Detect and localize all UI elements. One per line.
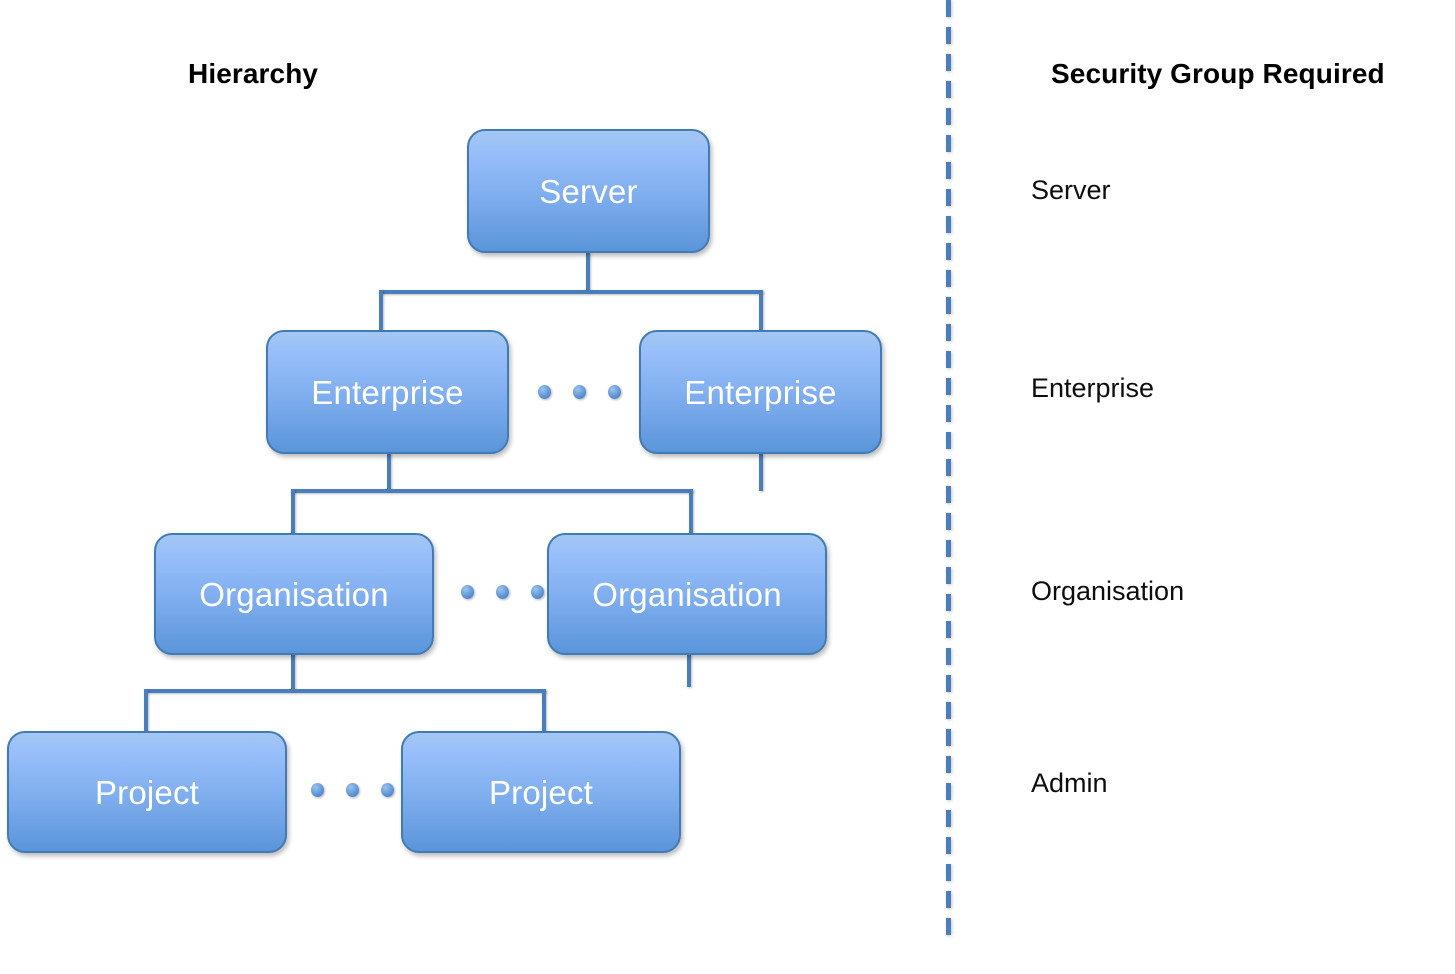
node-label-enterprise-right: Enterprise [684,373,837,411]
connector-bus-enterprise [379,290,763,294]
connector-bus-organisation [291,489,693,493]
node-project-right[interactable]: Project [401,731,681,853]
connector-server-down [586,252,590,292]
page-title-hierarchy: Hierarchy [188,58,319,89]
node-label-project-right: Project [488,773,594,811]
ellipsis-dot [461,585,474,599]
security-group-label-admin: Admin [1031,768,1108,798]
page-title-security-group-required: Security Group Required [1051,58,1385,89]
node-enterprise-right[interactable]: Enterprise [639,330,882,454]
node-organisation-left[interactable]: Organisation [154,533,434,655]
ellipsis-dot [346,783,359,797]
connector-organisation-left-down [291,653,295,691]
ellipsis-dot [538,385,551,399]
security-group-label-enterprise: Enterprise [1031,373,1155,403]
connector-bus-to-enterprise-right [759,290,763,330]
connector-bus-to-project-right [542,689,546,735]
ellipsis-enterprise [538,385,621,399]
connector-enterprise-left-down [387,453,391,491]
ellipsis-dot [573,385,586,399]
connector-bus-to-enterprise-left [379,290,383,330]
node-label-project-left: Project [94,773,200,811]
ellipsis-dot [311,783,324,797]
connector-enterprise-right-stub [759,453,763,491]
ellipsis-dot [608,385,621,399]
node-enterprise-left[interactable]: Enterprise [266,330,509,454]
security-group-label-server: Server [1031,175,1111,205]
security-group-label-organisation: Organisation [1031,576,1185,606]
node-label-organisation-left: Organisation [199,575,389,613]
ellipsis-dot [496,585,509,599]
ellipsis-dot [531,585,544,599]
connector-bus-to-organisation-right [689,489,693,535]
connector-organisation-right-stub [687,653,691,687]
connector-bus-to-project-left [144,689,148,735]
node-project-left[interactable]: Project [7,731,287,853]
node-organisation-right[interactable]: Organisation [547,533,827,655]
ellipsis-organisation [461,585,544,599]
ellipsis-dot [381,783,394,797]
node-label-server: Server [539,172,638,210]
node-label-organisation-right: Organisation [592,575,782,613]
vertical-dashed-divider [946,0,951,944]
ellipsis-project [311,783,394,797]
node-server[interactable]: Server [467,129,710,253]
node-label-enterprise-left: Enterprise [311,373,464,411]
connector-bus-to-organisation-left [291,489,295,535]
connector-bus-project [144,689,546,693]
